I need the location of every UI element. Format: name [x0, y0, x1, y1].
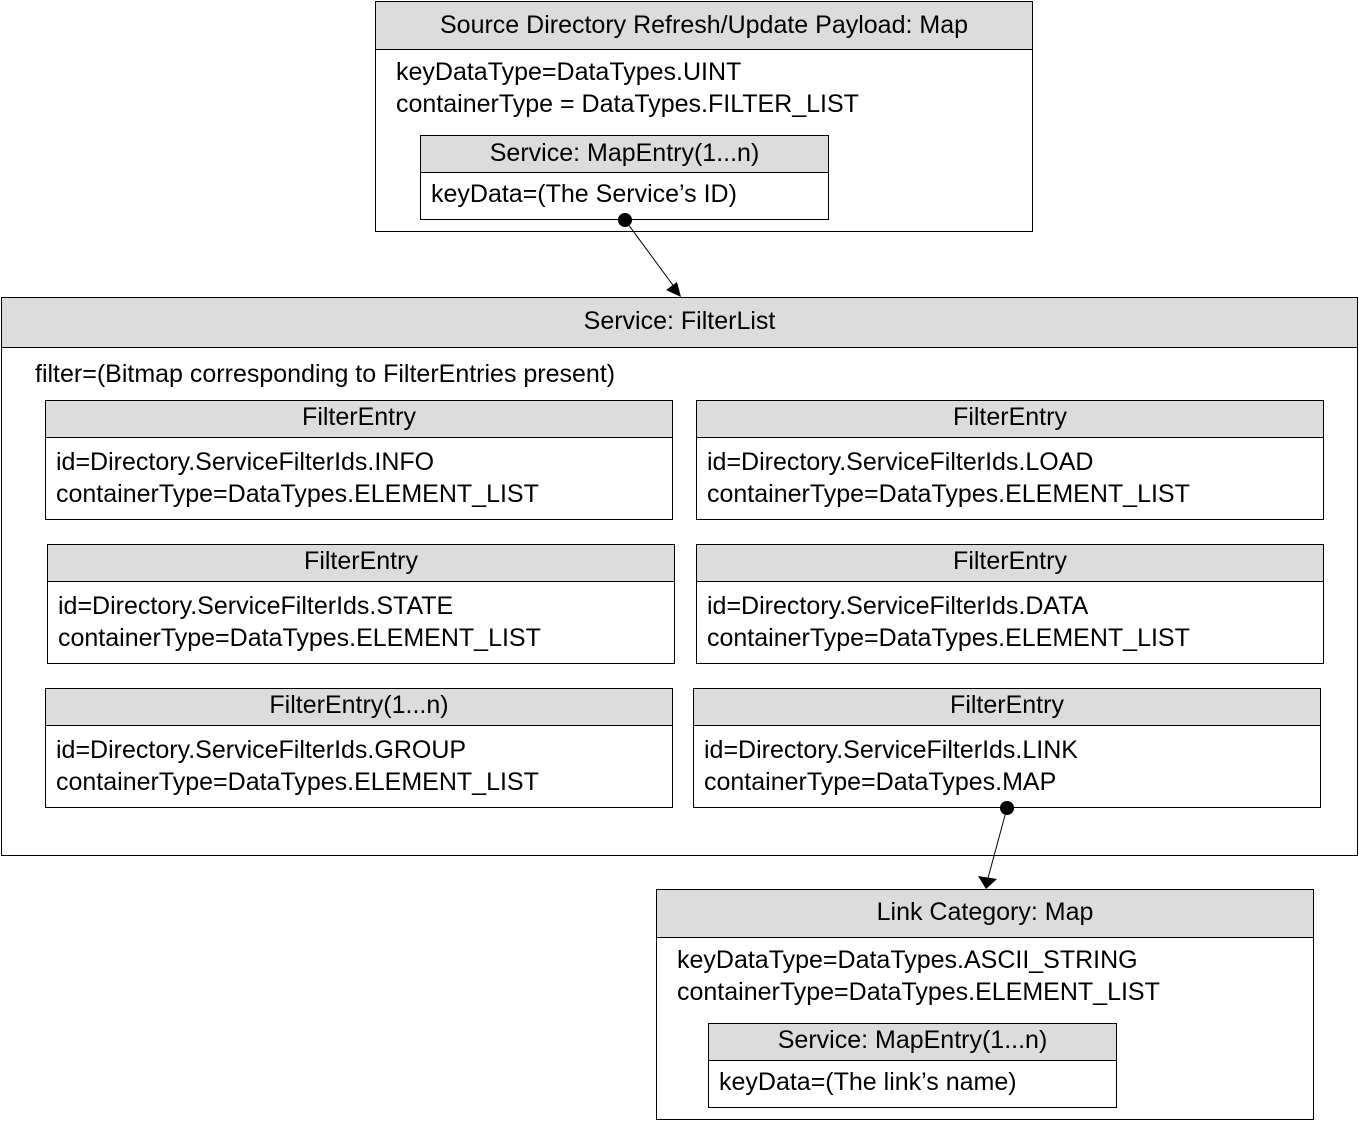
link-category-entry-title: Service: MapEntry(1...n) — [709, 1024, 1116, 1061]
filter-entry-title: FilterEntry — [46, 401, 672, 438]
payload-map-entry-key-data: keyData=(The Service’s ID) — [431, 180, 737, 208]
payload-container-type: containerType = DataTypes.FILTER_LIST — [396, 90, 859, 118]
link-category-container-type: containerType=DataTypes.ELEMENT_LIST — [677, 978, 1160, 1006]
filter-entry-group: FilterEntry(1...n) id=Directory.ServiceF… — [45, 688, 673, 808]
connector-arrowhead — [666, 282, 681, 297]
link-category-title: Link Category: Map — [657, 890, 1313, 938]
filter-entry-title: FilterEntry — [48, 545, 674, 582]
payload-map-entry-title: Service: MapEntry(1...n) — [421, 136, 828, 173]
filter-entry-title: FilterEntry — [694, 689, 1320, 726]
filter-list-title: Service: FilterList — [2, 298, 1357, 348]
payload-map-entry-box: Service: MapEntry(1...n) keyData=(The Se… — [420, 135, 829, 220]
filter-entry-title: FilterEntry — [697, 545, 1323, 582]
filter-entry-state: FilterEntry id=Directory.ServiceFilterId… — [47, 544, 675, 664]
link-category-entry-key-data: keyData=(The link’s name) — [719, 1068, 1017, 1096]
filter-entry-id: id=Directory.ServiceFilterIds.DATA — [707, 592, 1089, 620]
filter-entry-container-type: containerType=DataTypes.ELEMENT_LIST — [707, 624, 1190, 652]
connector-arrowhead — [978, 876, 997, 889]
link-category-key-data-type: keyDataType=DataTypes.ASCII_STRING — [677, 946, 1138, 974]
filter-entry-id: id=Directory.ServiceFilterIds.INFO — [56, 448, 435, 476]
payload-key-data-type: keyDataType=DataTypes.UINT — [396, 58, 742, 86]
filter-entry-container-type: containerType=DataTypes.ELEMENT_LIST — [707, 480, 1190, 508]
filter-entry-id: id=Directory.ServiceFilterIds.STATE — [58, 592, 454, 620]
filter-entry-container-type: containerType=DataTypes.ELEMENT_LIST — [58, 624, 541, 652]
filter-entry-id: id=Directory.ServiceFilterIds.LOAD — [707, 448, 1094, 476]
filter-entry-id: id=Directory.ServiceFilterIds.GROUP — [56, 736, 467, 764]
filter-entry-container-type: containerType=DataTypes.ELEMENT_LIST — [56, 768, 539, 796]
filter-entry-title: FilterEntry — [697, 401, 1323, 438]
filter-entry-id: id=Directory.ServiceFilterIds.LINK — [704, 736, 1078, 764]
payload-map-title: Source Directory Refresh/Update Payload:… — [376, 2, 1032, 50]
filter-entry-container-type: containerType=DataTypes.MAP — [704, 768, 1057, 796]
filter-entry-load: FilterEntry id=Directory.ServiceFilterId… — [696, 400, 1324, 520]
filter-entry-title: FilterEntry(1...n) — [46, 689, 672, 726]
filter-entry-data: FilterEntry id=Directory.ServiceFilterId… — [696, 544, 1324, 664]
filter-list-filter: filter=(Bitmap corresponding to FilterEn… — [35, 360, 616, 388]
filter-entry-link: FilterEntry id=Directory.ServiceFilterId… — [693, 688, 1321, 808]
filter-entry-info: FilterEntry id=Directory.ServiceFilterId… — [45, 400, 673, 520]
filter-entry-container-type: containerType=DataTypes.ELEMENT_LIST — [56, 480, 539, 508]
link-category-entry-box: Service: MapEntry(1...n) keyData=(The li… — [708, 1023, 1117, 1108]
